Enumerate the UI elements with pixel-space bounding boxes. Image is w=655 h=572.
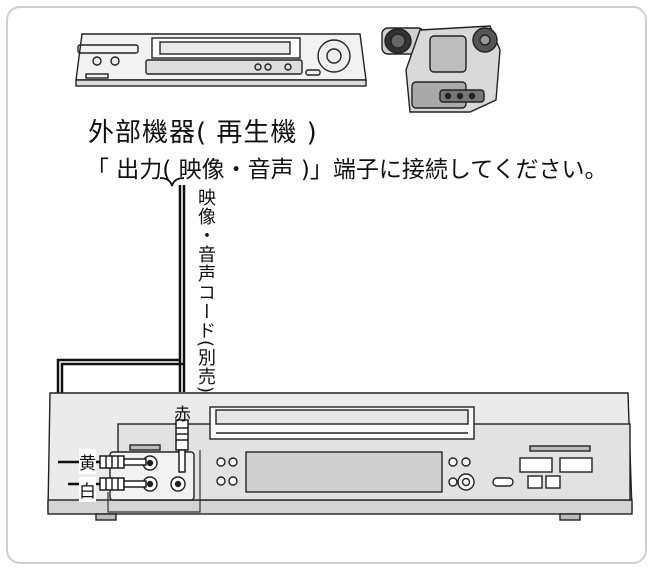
instruction-text: 「 出力( 映像・音声 )」端子に接続してください。 bbox=[86, 157, 608, 183]
jack-label-yellow: 黄 bbox=[79, 449, 96, 474]
jack-label-red: 赤 bbox=[174, 405, 191, 425]
diagram-heading: 外部機器( 再生機 ) bbox=[88, 118, 318, 148]
diagram-frame bbox=[6, 6, 647, 564]
cable-label: 映像・音声コード(別売) bbox=[195, 188, 216, 395]
external-vcr bbox=[75, 33, 367, 87]
jack-label-white: 白 bbox=[79, 477, 96, 502]
camcorder bbox=[381, 25, 501, 113]
recorder-body bbox=[47, 392, 633, 521]
